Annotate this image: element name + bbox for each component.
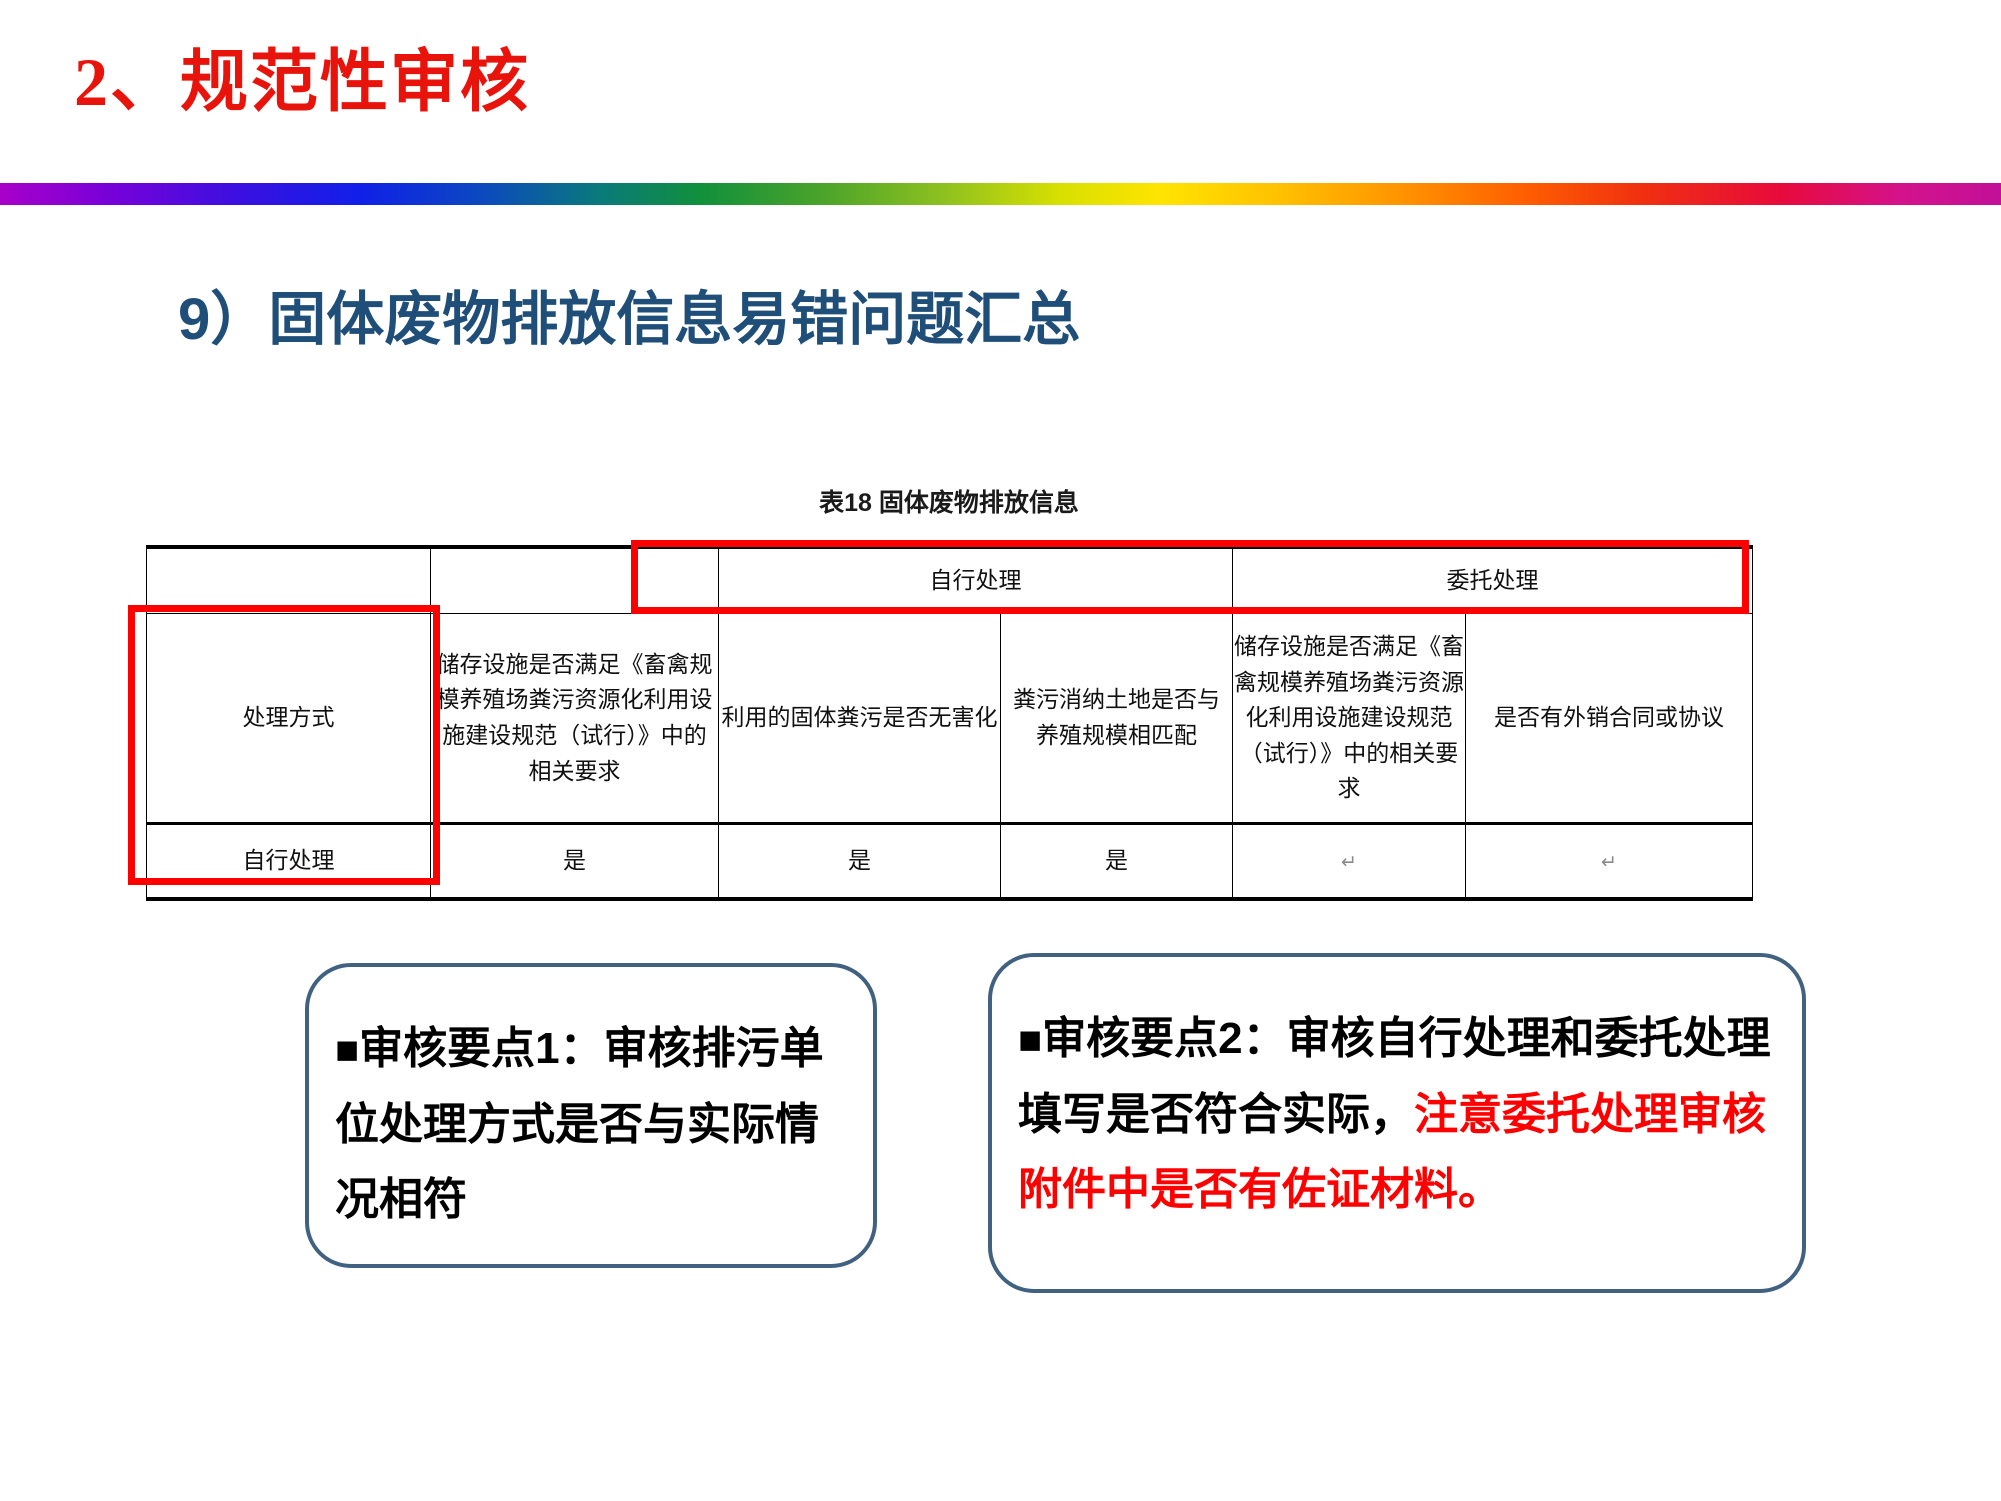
solid-waste-discharge-table: 自行处理 委托处理 处理方式 储存设施是否满足《畜禽规模养殖场粪污资源化利用设施… [146,545,1753,901]
header-blank-1 [146,545,431,614]
criteria-cell-4: 储存设施是否满足《畜禽规模养殖场粪污资源化利用设施建设规范（试行）》中的相关要求 [1232,613,1466,824]
criteria-cell-3: 粪污消纳土地是否与养殖规模相匹配 [1000,613,1233,824]
audit-point-2-callout: ■审核要点2：审核自行处理和委托处理填写是否符合实际，注意委托处理审核附件中是否… [988,953,1806,1293]
answer-row-label: 自行处理 [146,822,431,901]
answer-cell-5: ↵ [1465,822,1753,901]
answer-cell-3: 是 [1000,822,1233,901]
criteria-cell-2: 利用的固体粪污是否无害化 [718,613,1001,824]
table-caption: 表18 固体废物排放信息 [819,489,1079,517]
header-blank-2 [430,545,719,614]
audit-point-2-emphasis: 注意委托处理审核附件中是否有佐证材料。 [1018,1089,1766,1215]
section-heading: 9）固体废物排放信息易错问题汇总 [178,287,1081,352]
bullet-square-icon: ■ [1018,1018,1043,1062]
header-self-treatment: 自行处理 [718,545,1233,614]
rainbow-divider [0,183,2001,205]
bullet-square-icon: ■ [335,1028,360,1072]
audit-point-1-text: 审核要点1：审核排污单位处理方式是否与实际情况相符 [335,1024,824,1225]
audit-point-2-text: 审核要点2：审核自行处理和委托处理填写是否符合实际， [1018,1014,1771,1139]
table-header-row: 自行处理 委托处理 [146,545,1753,614]
table-answer-row: 自行处理 是 是 是 ↵ ↵ [146,822,1753,901]
answer-cell-4: ↵ [1232,822,1466,901]
answer-cell-2: 是 [718,822,1001,901]
audit-point-1-callout: ■审核要点1：审核排污单位处理方式是否与实际情况相符 [305,963,877,1268]
page-title: 2、规范性审核 [74,44,531,120]
criteria-cell-1: 储存设施是否满足《畜禽规模养殖场粪污资源化利用设施建设规范（试行）》中的相关要求 [430,613,719,824]
header-entrusted-treatment: 委托处理 [1232,545,1753,614]
criteria-row-label: 处理方式 [146,613,431,824]
criteria-cell-5: 是否有外销合同或协议 [1465,613,1753,824]
pilcrow-mark: ↵ [1341,852,1357,874]
pilcrow-mark: ↵ [1601,852,1617,874]
table-criteria-row: 处理方式 储存设施是否满足《畜禽规模养殖场粪污资源化利用设施建设规范（试行）》中… [146,613,1753,824]
answer-cell-1: 是 [430,822,719,901]
